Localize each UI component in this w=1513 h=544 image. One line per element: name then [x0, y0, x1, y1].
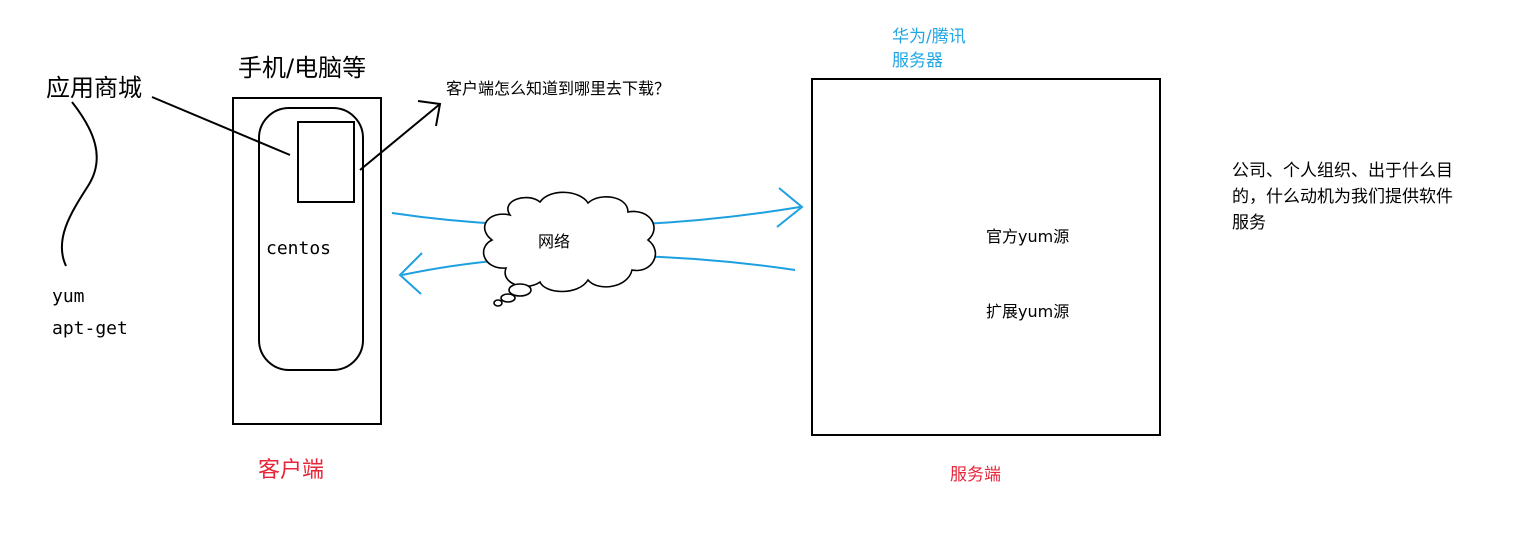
- app-store-pointer-line: [151, 96, 291, 156]
- server-provider-line2: 服务器: [892, 51, 943, 71]
- server-label: 服务端: [950, 465, 1001, 485]
- note-line2: 的，什么动机为我们提供软件: [1232, 187, 1453, 207]
- note-line3: 服务: [1232, 213, 1266, 233]
- extended-repo-label: 扩展yum源: [986, 302, 1070, 321]
- question-label: 客户端怎么知道到哪里去下载？: [446, 79, 671, 98]
- official-repo-label: 官方yum源: [986, 227, 1070, 246]
- network-label: 网络: [538, 232, 571, 251]
- device-title: 手机/电脑等: [238, 54, 367, 82]
- squiggle-line: [60, 101, 98, 267]
- thought-cloud-icon: [482, 191, 657, 307]
- tool-apt-label: apt-get: [52, 318, 128, 339]
- os-name-label: centos: [266, 238, 332, 259]
- app-store-label: 应用商城: [46, 74, 142, 102]
- server-box: [811, 78, 1161, 436]
- client-label: 客户端: [258, 458, 325, 483]
- client-device-box: [232, 97, 382, 425]
- app-window: [297, 121, 355, 203]
- server-provider-line1: 华为/腾讯: [892, 27, 966, 47]
- note-line1: 公司、个人组织、出于什么目: [1232, 161, 1453, 181]
- arrow-up-right-icon: [359, 100, 442, 171]
- client-device-screen: [258, 107, 364, 371]
- tool-yum-label: yum: [52, 286, 85, 307]
